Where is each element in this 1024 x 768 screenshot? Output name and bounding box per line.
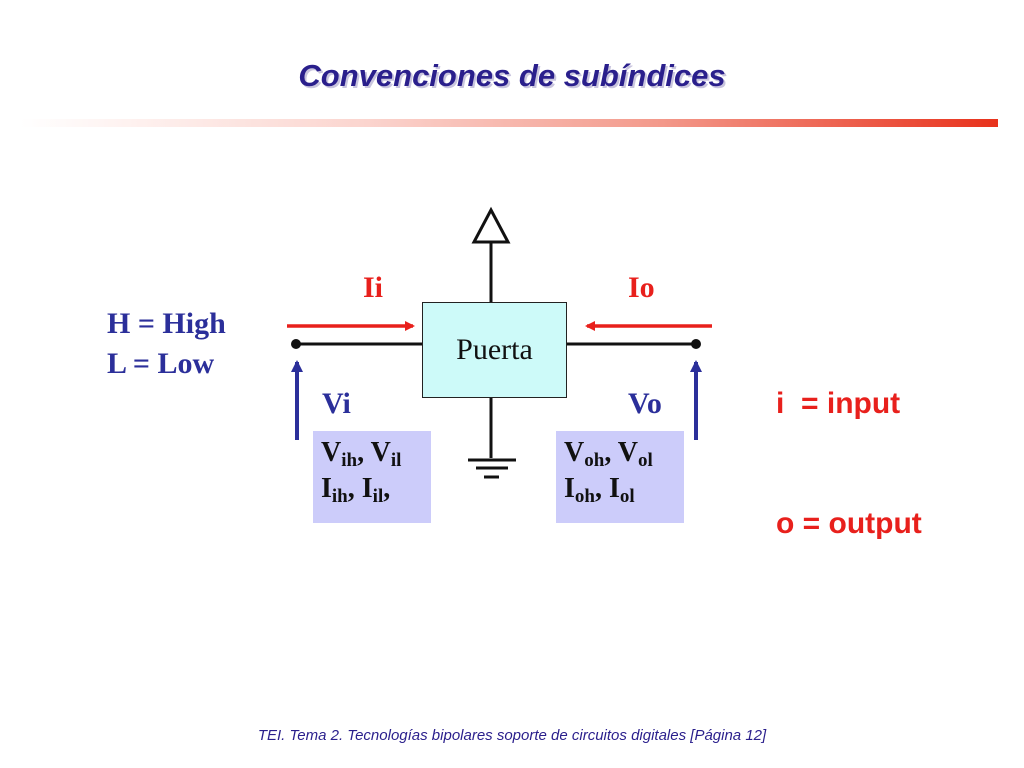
output-voltage-label: Vo xyxy=(628,387,662,420)
legend-right: i = input o = output xyxy=(776,304,922,584)
legend-left: H = High L = Low xyxy=(107,304,226,384)
supply-triangle-icon xyxy=(471,206,511,244)
title-divider xyxy=(20,119,998,127)
output-current-label: Io xyxy=(628,271,655,304)
legend-high: H = High xyxy=(107,307,226,340)
input-terminal xyxy=(291,339,301,349)
input-voltage-params: Vih, Vil xyxy=(321,437,402,471)
gate-label: Puerta xyxy=(456,333,533,366)
output-current-params: Ioh, Iol xyxy=(564,473,635,507)
output-voltage-params: Voh, Vol xyxy=(564,437,653,471)
input-params-box: Vih, Vil Iih, Iil, xyxy=(313,431,431,523)
output-terminal xyxy=(691,339,701,349)
legend-low: L = Low xyxy=(107,347,215,380)
legend-input: i = input xyxy=(776,387,901,420)
input-voltage-label: Vi xyxy=(322,387,351,420)
slide-title: Convenciones de subíndices xyxy=(298,58,726,93)
gate-box: Puerta xyxy=(422,302,567,398)
legend-output: o = output xyxy=(776,507,922,540)
output-params-box: Voh, Vol Ioh, Iol xyxy=(556,431,684,523)
input-current-params: Iih, Iil, xyxy=(321,473,391,507)
slide-footer: TEI. Tema 2. Tecnologías bipolares sopor… xyxy=(257,727,767,744)
input-current-label: Ii xyxy=(363,271,384,304)
